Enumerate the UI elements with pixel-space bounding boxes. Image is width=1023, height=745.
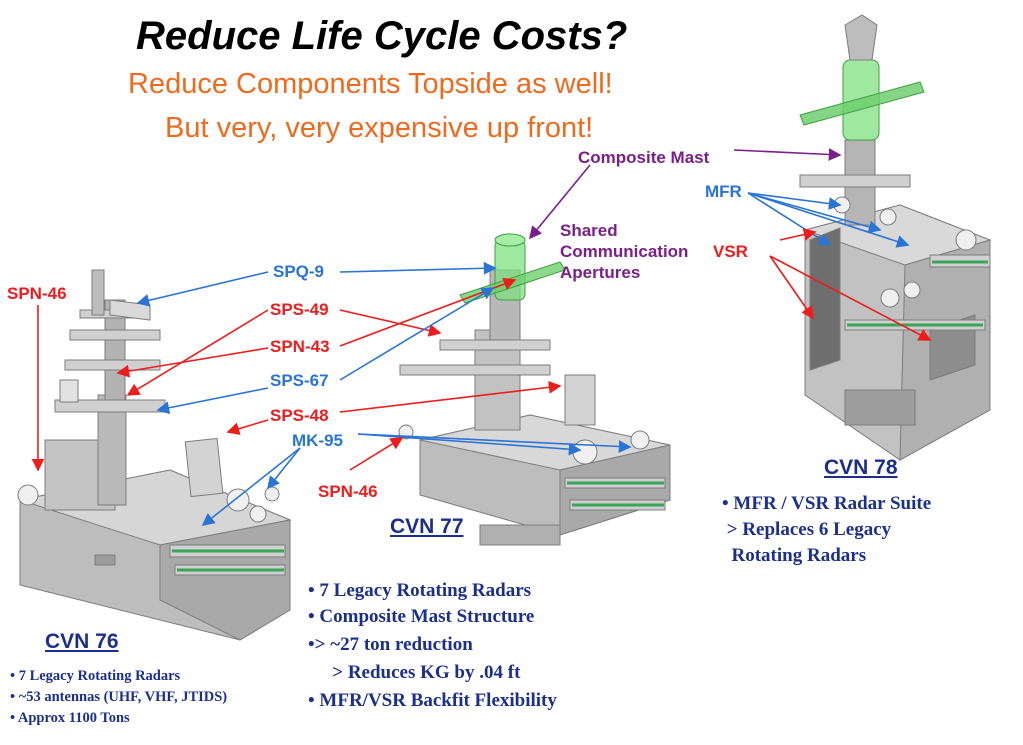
callout-arrows [31, 148, 932, 526]
label-shared-1: Shared [560, 221, 618, 240]
label-spn46-left: SPN-46 [7, 284, 67, 303]
arrow-spq9 [136, 271, 269, 307]
cvn77-bullet-1: • 7 Legacy Rotating Radars [308, 580, 532, 601]
arrow-sps67 [156, 387, 269, 415]
arrow-spn46-77 [349, 437, 404, 471]
label-sps49: SPS-49 [270, 300, 329, 319]
slide-title: Reduce Life Cycle Costs? [136, 14, 628, 58]
arrow-vsr-1 [769, 255, 814, 320]
label-spn43: SPN-43 [270, 337, 330, 356]
cvn77-bullet-5: • MFR/VSR Backfit Flexibility [308, 690, 557, 711]
arrow-composite-77 [528, 164, 591, 240]
cvn78-bullet-2: > Replaces 6 Legacy [722, 519, 892, 540]
cvn76-island [17, 269, 292, 641]
arrow-mfr-2 [747, 192, 882, 234]
label-shared-3: Apertures [560, 263, 641, 282]
cvn77-island [398, 233, 671, 546]
cvn77-bullet-4: > Reduces KG by .04 ft [318, 662, 521, 683]
cvn78-title: CVN 78 [824, 456, 898, 479]
label-mk95: MK-95 [292, 431, 344, 450]
label-sps67: SPS-67 [270, 371, 329, 390]
arrow-mk95-b [267, 447, 301, 490]
arrow-sps67-77 [339, 287, 495, 381]
arrow-mk95-77a [357, 433, 582, 456]
cvn77-bullet-2: • Composite Mast Structure [308, 606, 535, 627]
subtitle-line-2: But very, very expensive up front! [165, 112, 594, 144]
arrow-mfr-3 [747, 192, 910, 248]
arrow-vsr-2 [769, 255, 932, 341]
label-shared-2: Communication [560, 242, 689, 261]
cvn77-title: CVN 77 [390, 515, 464, 538]
cvn77-bullet-3: •> ~27 ton reduction [308, 634, 473, 655]
arrow-mk95-77b [357, 433, 632, 453]
label-composite-mast: Composite Mast [578, 148, 710, 167]
label-sps48: SPS-48 [270, 406, 329, 425]
cvn76-bullet-1: • 7 Legacy Rotating Radars [10, 668, 181, 684]
arrow-composite-78 [733, 148, 842, 161]
label-spn46-center: SPN-46 [318, 482, 378, 501]
arrow-sps48-77 [339, 380, 562, 413]
arrow-spn43 [116, 347, 269, 378]
cvn78-bullet-1: • MFR / VSR Radar Suite [722, 493, 932, 514]
label-vsr: VSR [713, 242, 748, 261]
arrow-mfr-1 [747, 192, 842, 210]
arrow-sps48 [226, 419, 269, 435]
label-mfr: MFR [705, 182, 742, 201]
arrow-spq9-77 [339, 261, 497, 275]
cvn78-island [799, 14, 992, 461]
arrow-mk95-a [201, 447, 301, 526]
label-spq9: SPQ-9 [273, 262, 325, 281]
arrow-sps49 [126, 309, 269, 396]
arrow-vsr-3 [779, 228, 817, 241]
cvn78-bullet-3: Rotating Radars [722, 545, 867, 566]
subtitle-line-1: Reduce Components Topside as well! [128, 68, 613, 100]
cvn76-bullet-2: • ~53 antennas (UHF, VHF, JTIDS) [10, 689, 228, 705]
cvn76-bullet-3: • Approx 1100 Tons [10, 710, 130, 726]
cvn76-title: CVN 76 [45, 630, 119, 653]
